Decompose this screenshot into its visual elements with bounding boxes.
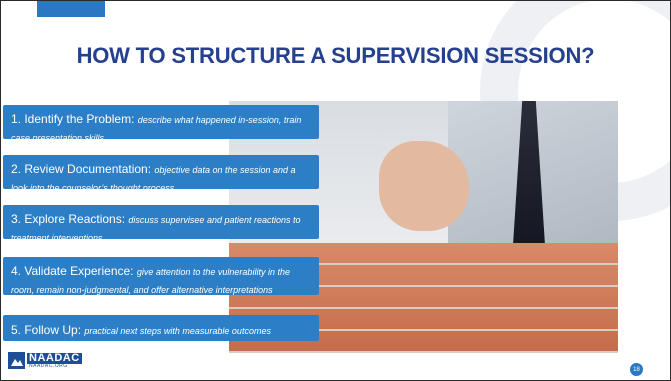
logo-mountain-icon [8,352,25,369]
step-description: objective data on the session and a look… [11,165,296,193]
logo-url: NAADAC.ORG [29,362,68,369]
page-number-badge: 18 [630,363,643,376]
step-1: 1. Identify the Problem: describe what h… [3,105,319,143]
accent-bar [37,1,105,17]
step-4: 4. Validate Experience: give attention t… [3,257,319,295]
slide-title: HOW TO STRUCTURE A SUPERVISION SESSION? [76,43,595,68]
step-label: 1. Identify the Problem: [11,112,138,126]
photo-hand [379,141,469,231]
step-description: give attention to the vulnerability in t… [11,267,290,295]
step-description: discuss supervisee and patient reactions… [11,215,301,243]
step-label: 5. Follow Up: [11,323,85,337]
step-2: 2. Review Documentation: objective data … [3,155,319,193]
step-label: 2. Review Documentation: [11,162,155,176]
logo-name: NAADAC [27,351,82,364]
step-3: 3. Explore Reactions: discuss supervisee… [3,205,319,243]
step-label: 3. Explore Reactions: [11,212,129,226]
step-description: describe what happened in-session, train… [11,115,302,143]
naadac-logo: NAADAC NAADAC.ORG [8,352,82,369]
step-description: practical next steps with measurable out… [84,326,271,336]
step-5: 5. Follow Up: practical next steps with … [3,315,319,341]
step-label: 4. Validate Experience: [11,264,137,278]
